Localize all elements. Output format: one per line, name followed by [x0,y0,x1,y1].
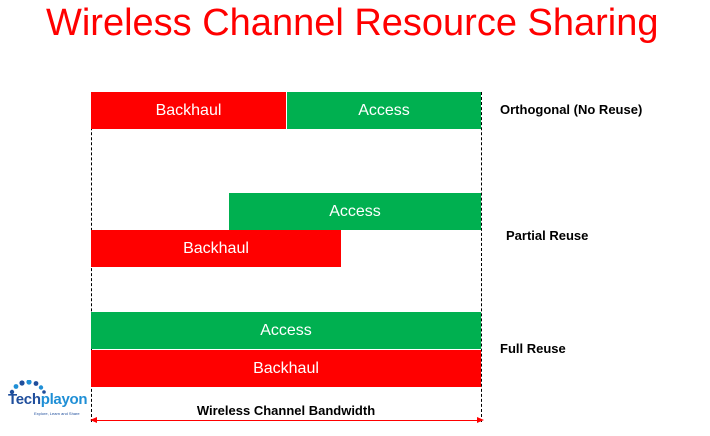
bandwidth-arrow-right-head-icon [477,417,484,423]
full-access-bar: Access [91,312,481,349]
right-boundary-dashed-line [481,92,482,422]
orthogonal-scheme-label: Orthogonal (No Reuse) [500,102,643,117]
logo-dots-arc-icon [9,380,46,394]
logo-word-part1: Tech [8,391,41,408]
techplayon-logo: Techplayon Explore, Learn and Share [4,380,88,424]
bandwidth-axis-label: Wireless Channel Bandwidth [196,403,376,418]
orthogonal-backhaul-bar: Backhaul [91,92,286,129]
partial-backhaul-bar: Backhaul [91,230,341,267]
bandwidth-arrow-left-head-icon [90,417,97,423]
partial-backhaul-label: Backhaul [183,239,249,257]
full-backhaul-bar: Backhaul [91,350,481,387]
bandwidth-arrow-line [94,420,478,421]
partial-access-bar: Access [229,193,481,230]
logo-word-part2: playon [40,391,88,408]
logo-tagline: Explore, Learn and Share [34,411,80,416]
partial-access-label: Access [329,202,381,220]
slide-title: Wireless Channel Resource Sharing [46,2,659,44]
full-backhaul-label: Backhaul [253,359,319,377]
full-access-label: Access [260,321,312,339]
orthogonal-access-label: Access [358,101,410,119]
orthogonal-access-bar: Access [287,92,481,129]
logo-wordmark: Techplayon [8,391,88,408]
orthogonal-backhaul-label: Backhaul [155,101,222,119]
full-scheme-label: Full Reuse [500,341,566,356]
partial-scheme-label: Partial Reuse [506,228,589,243]
